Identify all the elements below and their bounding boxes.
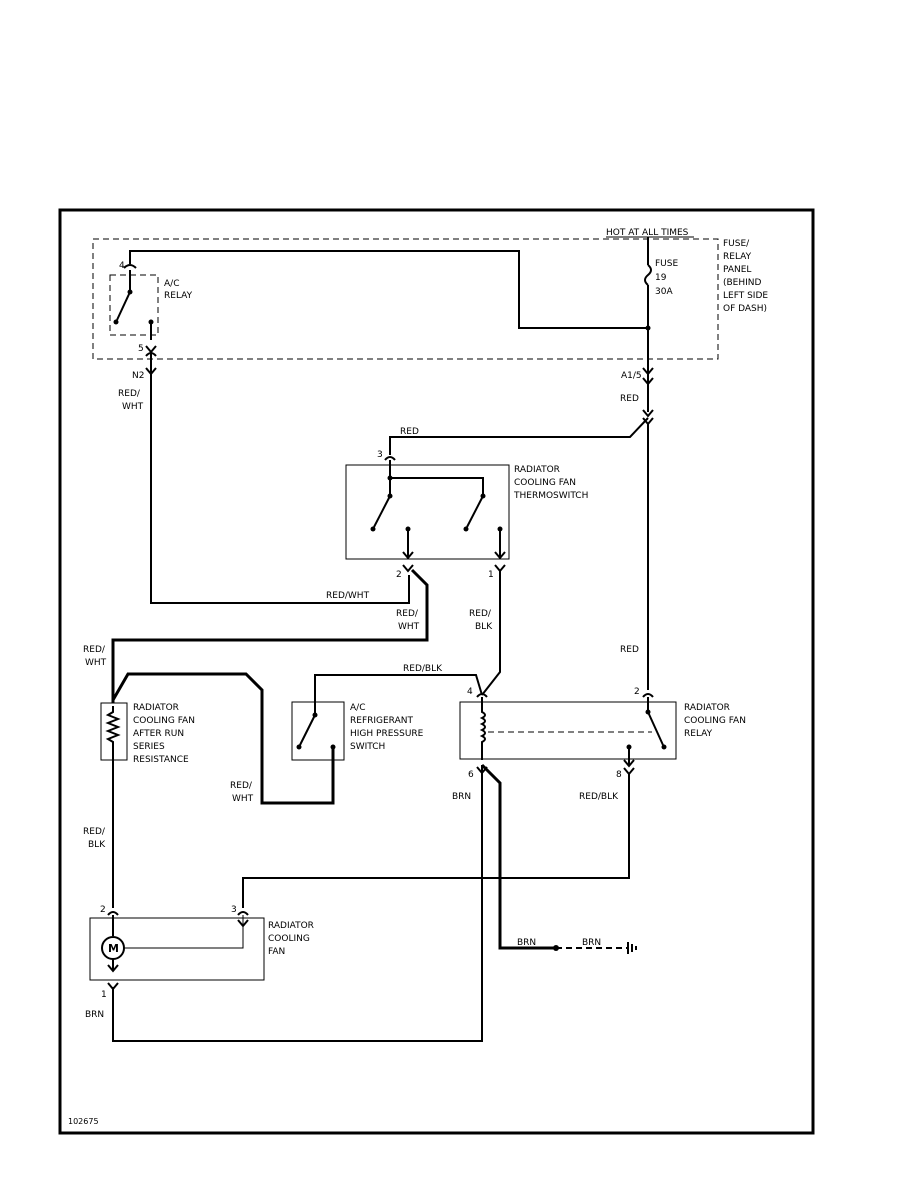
wire-red-label-1: RED — [620, 394, 639, 404]
svg-text:COOLING FAN: COOLING FAN — [133, 716, 195, 726]
cooling-fan-label: RADIATOR COOLING FAN — [268, 921, 314, 957]
svg-text:A/C: A/C — [350, 703, 365, 713]
fan-relay-label: RADIATOR COOLING FAN RELAY — [684, 703, 746, 739]
svg-text:PANEL: PANEL — [723, 265, 751, 275]
wire-red-wht-label-4: RED/ WHT — [83, 645, 107, 668]
svg-text:FUSE/: FUSE/ — [723, 239, 750, 249]
svg-text:30A: 30A — [655, 287, 673, 297]
cooling-fan-pin-3: 3 — [231, 905, 237, 915]
svg-text:FUSE: FUSE — [655, 259, 678, 269]
cooling-fan-box — [89, 917, 265, 981]
afterrun-resistance-label: RADIATOR COOLING FAN AFTER RUN SERIES RE… — [133, 703, 195, 765]
hot-at-all-times-label: HOT AT ALL TIMES — [606, 228, 689, 238]
svg-text:COOLING: COOLING — [268, 934, 310, 944]
wire-red-blk-label-3: RED/BLK — [579, 792, 619, 802]
svg-text:OF DASH): OF DASH) — [723, 304, 767, 314]
thermoswitch-pin-2: 2 — [396, 570, 402, 580]
fan-relay-pin-8: 8 — [616, 770, 622, 780]
svg-text:HIGH PRESSURE: HIGH PRESSURE — [350, 729, 424, 739]
svg-text:RED/: RED/ — [396, 609, 419, 619]
svg-text:AFTER RUN: AFTER RUN — [133, 729, 184, 739]
figure-id: 102675 — [68, 1117, 99, 1126]
svg-text:RED/: RED/ — [83, 827, 106, 837]
thermoswitch-pin-3: 3 — [377, 450, 383, 460]
svg-text:RADIATOR: RADIATOR — [268, 921, 314, 931]
svg-text:A/C: A/C — [164, 279, 179, 289]
ac-pressure-switch-box — [291, 701, 345, 761]
diagram-border — [58, 208, 815, 1135]
wire-brn-label-1: BRN — [452, 792, 471, 802]
wire-red-label-2: RED — [400, 427, 419, 437]
svg-text:WHT: WHT — [85, 658, 107, 668]
wire-brn-label-3: BRN — [517, 938, 536, 948]
svg-text:COOLING FAN: COOLING FAN — [514, 478, 576, 488]
svg-text:RADIATOR: RADIATOR — [514, 465, 560, 475]
svg-text:LEFT SIDE: LEFT SIDE — [723, 291, 768, 301]
svg-text:SERIES: SERIES — [133, 742, 165, 752]
svg-text:19: 19 — [655, 273, 667, 283]
fan-relay-contact — [647, 711, 664, 746]
svg-text:WHT: WHT — [232, 794, 254, 804]
thermoswitch-pin-1: 1 — [488, 570, 494, 580]
ac-pressure-switch-label: A/C REFRIGERANT HIGH PRESSURE SWITCH — [350, 703, 424, 752]
ground-icon — [627, 942, 637, 954]
svg-text:WHT: WHT — [398, 622, 420, 632]
thermoswitch-box — [345, 464, 510, 560]
resistor-symbol — [105, 706, 121, 760]
wire-red-blk-label-4: RED/ BLK — [83, 827, 106, 850]
wire-brn-label-2: BRN — [85, 1010, 104, 1020]
svg-text:FAN: FAN — [268, 947, 285, 957]
svg-text:BLK: BLK — [475, 622, 493, 632]
svg-text:RELAY: RELAY — [684, 729, 713, 739]
svg-text:RED/: RED/ — [469, 609, 492, 619]
svg-text:RED/: RED/ — [230, 781, 253, 791]
fan-relay-pin-2: 2 — [634, 687, 640, 697]
ac-relay-contact — [116, 291, 131, 321]
ac-relay-box — [109, 274, 159, 336]
thermoswitch-contact-1 — [373, 495, 391, 528]
svg-text:RADIATOR: RADIATOR — [684, 703, 730, 713]
wire-red-wht-label-1: RED/ WHT — [118, 389, 144, 412]
svg-text:THERMOSWITCH: THERMOSWITCH — [513, 491, 588, 501]
cooling-fan-pin-1: 1 — [101, 990, 107, 1000]
svg-text:RELAY: RELAY — [723, 252, 752, 262]
svg-text:RED/: RED/ — [83, 645, 106, 655]
wire-red-wht-label-5: RED/ WHT — [230, 781, 254, 804]
svg-text:REFRIGERANT: REFRIGERANT — [350, 716, 413, 726]
wire-red-blk-label-1: RED/ BLK — [469, 609, 493, 632]
wire-red-label-3: RED — [620, 645, 639, 655]
svg-text:(BEHIND: (BEHIND — [723, 278, 762, 288]
fuse-relay-panel-box — [92, 238, 719, 360]
fuse-label: FUSE 19 30A — [655, 259, 678, 297]
connector-a1-5: A1/5 — [621, 371, 642, 381]
svg-text:SWITCH: SWITCH — [350, 742, 385, 752]
svg-text:BLK: BLK — [88, 840, 106, 850]
fan-relay-pin-4: 4 — [467, 687, 473, 697]
wire-brn-label-4: BRN — [582, 938, 601, 948]
cooling-fan-pin-2: 2 — [100, 905, 106, 915]
thermoswitch-contact-2 — [466, 495, 484, 528]
wire-red-blk-label-2: RED/BLK — [403, 664, 443, 674]
relay-coil-symbol — [479, 697, 486, 760]
svg-text:RADIATOR: RADIATOR — [133, 703, 179, 713]
svg-text:RESISTANCE: RESISTANCE — [133, 755, 189, 765]
ac-relay-pin-5: 5 — [138, 344, 144, 354]
connector-n2: N2 — [132, 371, 144, 381]
fuse-panel-label: FUSE/ RELAY PANEL (BEHIND LEFT SIDE OF D… — [723, 239, 768, 314]
fan-relay-box — [459, 701, 677, 760]
ac-relay-pin-4: 4 — [119, 261, 125, 271]
svg-text:WHT: WHT — [122, 402, 144, 412]
ac-relay-label: A/C RELAY — [164, 279, 193, 301]
fan-relay-pin-6: 6 — [468, 770, 474, 780]
svg-text:RELAY: RELAY — [164, 291, 193, 301]
fan-motor-letter: M — [108, 942, 119, 955]
wire-red-wht-label-2: RED/WHT — [326, 591, 370, 601]
wire-red-wht-label-3: RED/ WHT — [396, 609, 420, 632]
svg-text:COOLING FAN: COOLING FAN — [684, 716, 746, 726]
svg-text:RED/: RED/ — [118, 389, 141, 399]
thermoswitch-label: RADIATOR COOLING FAN THERMOSWITCH — [513, 465, 588, 501]
ac-pressure-switch-contact — [299, 714, 316, 746]
